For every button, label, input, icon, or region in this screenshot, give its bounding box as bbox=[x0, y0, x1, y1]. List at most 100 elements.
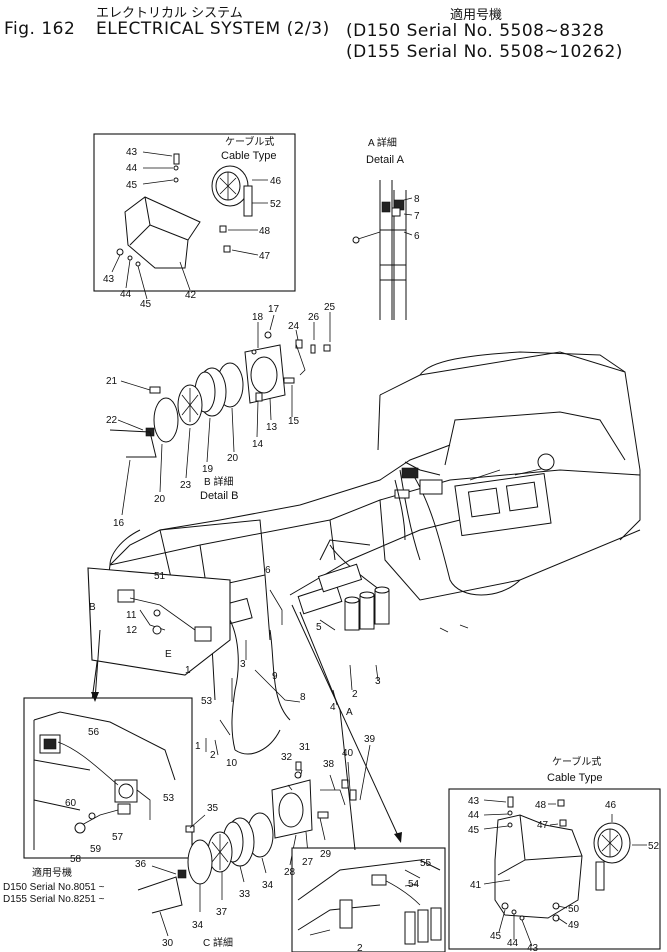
callout: 13 bbox=[266, 422, 278, 433]
callout: 27 bbox=[302, 857, 314, 868]
callout: 45 bbox=[468, 825, 480, 836]
callout: 32 bbox=[281, 752, 293, 763]
callout: 48 bbox=[259, 226, 271, 237]
callout: 24 bbox=[288, 321, 300, 332]
title-japanese: エレクトリカル システム bbox=[96, 6, 243, 21]
bottom-center-inset bbox=[291, 847, 446, 952]
callout: 6 bbox=[265, 565, 271, 576]
callout: 34 bbox=[192, 920, 204, 931]
callout: 7 bbox=[414, 211, 420, 222]
callout: 45 bbox=[140, 299, 152, 310]
callout: E bbox=[165, 649, 172, 660]
callout: 50 bbox=[568, 904, 580, 915]
callout: 31 bbox=[299, 742, 311, 753]
detail-b-label: Detail B bbox=[200, 490, 239, 502]
callout: 57 bbox=[112, 832, 124, 843]
callout: 44 bbox=[507, 938, 519, 949]
callout: 33 bbox=[239, 889, 251, 900]
callout: 43 bbox=[103, 274, 115, 285]
callout: 21 bbox=[106, 376, 118, 387]
detail-c-jp-label: C 詳細 bbox=[203, 936, 233, 949]
detail-b-drawing bbox=[109, 312, 331, 516]
callout: 48 bbox=[535, 800, 547, 811]
callout: 41 bbox=[470, 880, 482, 891]
callout: 26 bbox=[308, 312, 320, 323]
callout: 40 bbox=[342, 748, 354, 759]
callout: 39 bbox=[364, 734, 376, 745]
callout: 46 bbox=[605, 800, 617, 811]
leader-arrows bbox=[91, 589, 469, 851]
callout: 28 bbox=[284, 867, 296, 878]
tractor-body-drawing bbox=[91, 351, 641, 755]
callout: 42 bbox=[185, 290, 197, 301]
serial-note-jp: 適用号機 bbox=[32, 866, 72, 879]
callout: 10 bbox=[226, 758, 238, 769]
callout: 3 bbox=[240, 659, 246, 670]
callout-labels: 43 44 45 46 52 48 47 43 44 45 42 ケーブル式 C… bbox=[3, 135, 660, 952]
callout: 58 bbox=[70, 854, 82, 865]
callout: 52 bbox=[648, 841, 660, 852]
callout: 2 bbox=[357, 943, 363, 952]
detail-a-label: Detail A bbox=[366, 154, 405, 166]
callout: 38 bbox=[323, 759, 335, 770]
callout: 3 bbox=[375, 676, 381, 687]
callout: 19 bbox=[202, 464, 214, 475]
callout: 46 bbox=[270, 176, 282, 187]
cable-type-jp-label: ケーブル式 bbox=[225, 135, 274, 148]
serial-range-d150: (D150 Serial No. 5508~8328 bbox=[346, 21, 605, 41]
callout: 43 bbox=[126, 147, 138, 158]
callout: 43 bbox=[468, 796, 480, 807]
callout: 34 bbox=[262, 880, 274, 891]
cable-type-label-2: Cable Type bbox=[547, 772, 602, 784]
callout: 47 bbox=[259, 251, 271, 262]
callout: 30 bbox=[162, 938, 174, 949]
callout: 1 bbox=[185, 665, 191, 676]
page-title: ELECTRICAL SYSTEM (2/3) bbox=[96, 19, 330, 39]
callout: 52 bbox=[270, 199, 282, 210]
callout: 36 bbox=[135, 859, 147, 870]
callout: 16 bbox=[113, 518, 125, 529]
detail-a-jp-label: A 詳細 bbox=[368, 136, 397, 149]
callout: 29 bbox=[320, 849, 332, 860]
callout: 25 bbox=[324, 302, 336, 313]
callout: 8 bbox=[300, 692, 306, 703]
callout: 9 bbox=[272, 671, 278, 682]
figure-number: Fig. 162 bbox=[4, 19, 76, 39]
callout: 8 bbox=[414, 194, 420, 205]
callout: 6 bbox=[414, 231, 420, 242]
callout: 11 bbox=[126, 610, 137, 621]
callout: 47 bbox=[537, 820, 549, 831]
callout: 2 bbox=[352, 689, 358, 700]
callout: 23 bbox=[180, 480, 192, 491]
callout: 51 bbox=[154, 571, 166, 582]
callout: 4 bbox=[330, 702, 336, 713]
callout: 56 bbox=[88, 727, 100, 738]
callout: 55 bbox=[420, 858, 432, 869]
callout: A bbox=[346, 707, 353, 718]
cable-type-jp-label-2: ケーブル式 bbox=[552, 755, 601, 768]
callout: 59 bbox=[90, 844, 102, 855]
serial-range-d155: (D155 Serial No. 5508~10262) bbox=[346, 42, 623, 62]
callout: 53 bbox=[201, 696, 213, 707]
detail-e-inset bbox=[87, 567, 231, 676]
cable-type-label: Cable Type bbox=[221, 150, 276, 162]
callout: 54 bbox=[408, 879, 420, 890]
callout: 12 bbox=[126, 625, 138, 636]
callout: 2 bbox=[210, 750, 216, 761]
callout: 20 bbox=[154, 494, 166, 505]
callout: 18 bbox=[252, 312, 264, 323]
callout: 35 bbox=[207, 803, 219, 814]
callout: 15 bbox=[288, 416, 300, 427]
callout: 53 bbox=[163, 793, 175, 804]
serial-note-d155: D155 Serial No.8251 ~ bbox=[3, 894, 105, 905]
detail-c-drawing bbox=[137, 744, 371, 937]
callout: 44 bbox=[126, 163, 138, 174]
callout: 14 bbox=[252, 439, 264, 450]
serial-note-d150: D150 Serial No.8051 ~ bbox=[3, 882, 105, 893]
callout: 45 bbox=[126, 180, 138, 191]
callout: 20 bbox=[227, 453, 239, 464]
callout: 45 bbox=[490, 931, 502, 942]
callout: 17 bbox=[268, 304, 280, 315]
callout: 1 bbox=[195, 741, 201, 752]
callout: 43 bbox=[527, 943, 539, 952]
